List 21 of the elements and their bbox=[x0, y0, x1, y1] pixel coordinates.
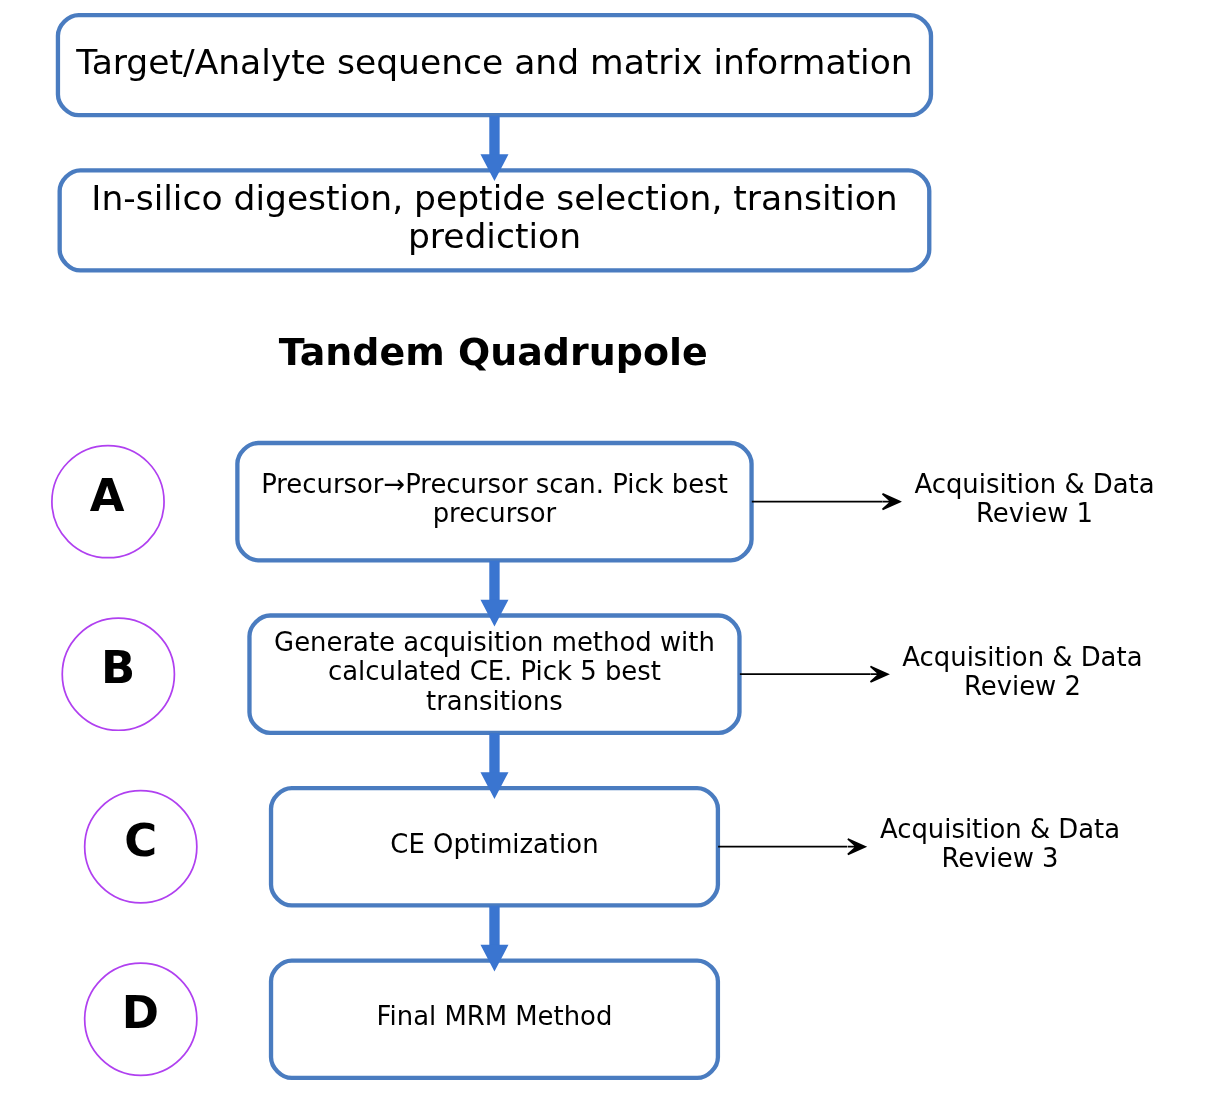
node-box: Final MRM Method bbox=[268, 958, 721, 1081]
node-box: Precursor→Precursor scan. Pick best precursor bbox=[235, 440, 754, 563]
node-text: Acquisition & Data Review 2 bbox=[902, 641, 1143, 701]
node-circle: D bbox=[83, 962, 198, 1077]
node-box: In-silico digestion, peptide selection, transition prediction bbox=[57, 168, 932, 273]
node-box: CE Optimization bbox=[268, 785, 721, 908]
arrow bbox=[480, 115, 509, 181]
label: Tandem Quadrupole bbox=[278, 329, 708, 374]
node-circle: A bbox=[51, 444, 165, 559]
node-text: Acquisition & Data Review 3 bbox=[879, 814, 1121, 874]
node-box: Generate acquisition method with calculated CE. Pick 5 best transitions bbox=[247, 613, 742, 735]
arrow bbox=[739, 665, 889, 683]
arrow bbox=[750, 493, 901, 511]
node-box: Target/Analyte sequence and matrix information bbox=[55, 12, 934, 118]
arrow bbox=[717, 838, 866, 856]
arrow bbox=[480, 905, 509, 972]
node-circle: C bbox=[83, 789, 198, 904]
arrow bbox=[480, 560, 509, 627]
node-circle: B bbox=[61, 617, 176, 732]
node-text: Acquisition & Data Review 1 bbox=[914, 469, 1155, 529]
arrow bbox=[480, 733, 509, 799]
